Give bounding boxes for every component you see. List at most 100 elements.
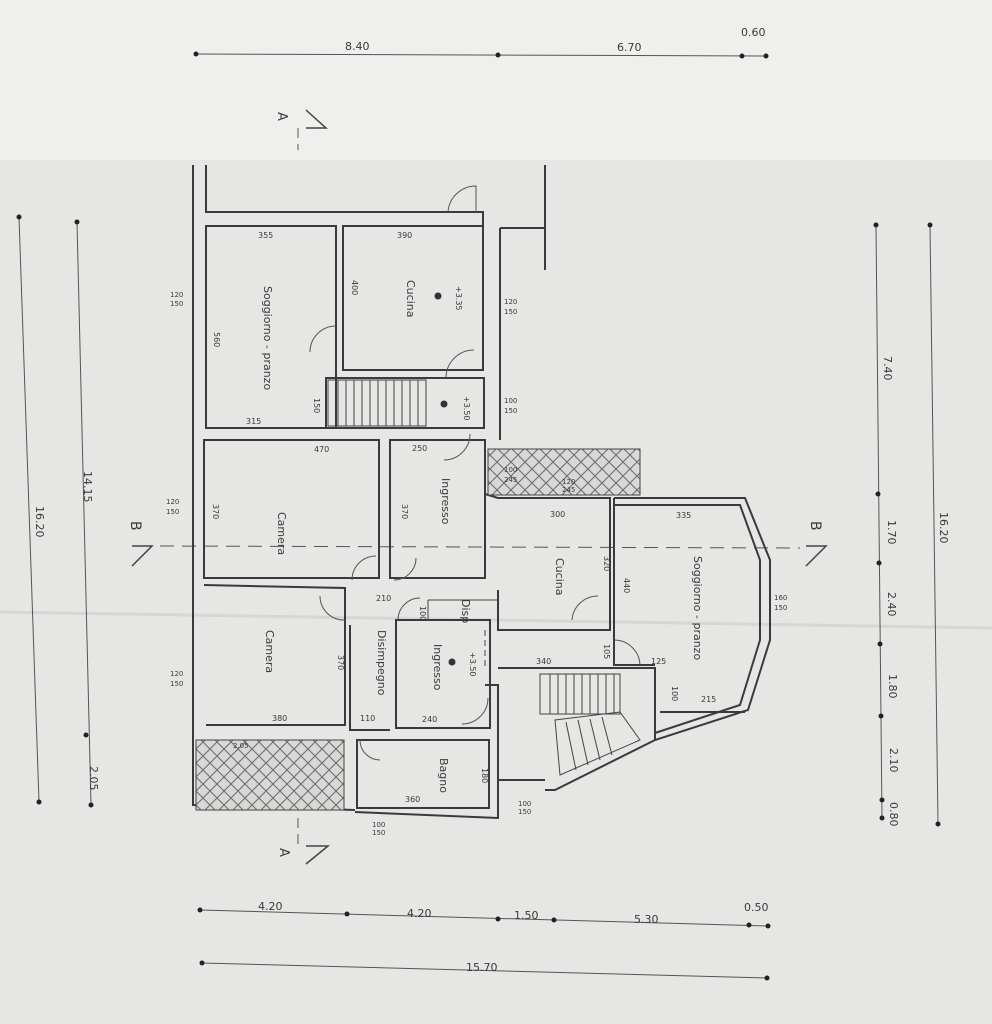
bottom-dim-5: 0.50 [744,901,769,914]
paper-fold [0,610,992,630]
section-b-cut-line [159,545,801,549]
dimension-label: 150 [774,604,787,612]
room-dimensions: 355 390 400 560 315 150 470 250 370 370 … [211,231,716,804]
dimension-label: 370 [400,504,409,519]
right-dim-2: 1.70 [885,520,898,545]
staircase-lower [539,673,641,776]
terrace-lower [195,739,345,811]
dimension-label: 315 [246,417,261,426]
dimension-label: 320 [602,556,611,571]
section-b-label-right: B [807,521,823,531]
dimension-label: 150 [372,829,385,837]
right-dim-6: 0.80 [887,802,900,827]
room-ingresso-upper: Ingresso [439,478,452,525]
right-dim-total: 16.20 [937,512,950,544]
building-walls [192,165,771,820]
dimension-label: 370 [211,504,220,519]
room-camera-upper: Camera [275,512,288,555]
section-a-label-top: A [274,112,289,121]
dimension-label: 150 [170,300,183,308]
dimension-label: 370 [336,655,345,670]
right-dim-5: 2.10 [887,748,900,773]
bottom-dim-1: 4.20 [258,900,283,913]
paper-top-strip [0,0,992,165]
room-soggiorno-lower: Soggiorno - pranzo [691,556,704,660]
dimension-label: 150 [166,508,179,516]
dimension-label: 180 [480,768,489,783]
dimension-label: 440 [622,578,631,593]
section-b-left: B [127,521,154,567]
dimension-label: 215 [701,695,716,704]
staircase-upper [327,379,427,427]
room-soggiorno-upper: Soggiorno - pranzo [261,286,274,390]
section-b-label-left: B [127,521,143,531]
dimension-label: 300 [550,510,565,519]
section-a-top: A [274,109,328,150]
dimension-label: 390 [397,231,412,240]
dimension-label: 105 [602,644,611,659]
dimension-label: 160 [774,594,787,602]
paper-sheet [0,160,992,1024]
dimension-label: 240 [422,715,437,724]
right-dimension-lines: 7.40 1.70 2.40 1.80 2.10 0.80 16.20 [873,222,950,827]
door-swings [309,185,641,761]
window-dimensions: 120 150 120 150 100 150 120 150 100 245 … [166,291,787,837]
dimension-label: 250 [412,444,427,453]
dimension-label: 245 [504,476,517,484]
right-dim-3: 2.40 [885,592,898,617]
top-dim-1: 8.40 [345,40,370,53]
room-bagno: Bagno [437,758,450,793]
dimension-label: 100 [670,686,679,701]
dimension-label: 150 [170,680,183,688]
level-markers: +3.35 +3.50 +3.50 [434,286,477,677]
left-dimension-lines: 16.20 14.15 2.05 [16,214,100,808]
right-dim-4: 1.80 [886,674,899,699]
bottom-dimension-lines: 4.20 4.20 1.50 5.30 0.50 15.70 [197,900,771,981]
section-b-right: B [805,521,828,567]
dimension-label: 355 [258,231,273,240]
dimension-label: 2.05 [233,742,249,750]
bottom-dim-2: 4.20 [407,907,432,920]
dimension-label: 360 [405,795,420,804]
bottom-dim-4: 5.30 [634,913,659,926]
room-cucina-lower: Cucina [553,558,566,595]
dimension-label: 560 [212,332,221,347]
top-dimension-line: 8.40 6.70 0.60 [193,26,769,59]
bottom-dim-total: 15.70 [466,961,498,974]
section-a-label-bottom: A [276,848,291,857]
right-dim-1: 7.40 [881,356,894,381]
terrace-upper [487,448,641,496]
left-dim-1: 14.15 [81,471,94,503]
dimension-label: 120 [170,670,183,678]
room-camera-lower: Camera [263,630,276,673]
dimension-label: 340 [536,657,551,666]
dimension-label: 120 [504,298,517,306]
dimension-label: 400 [350,280,359,295]
dimension-label: 120 [562,478,575,486]
dimension-label: 100 [372,821,385,829]
section-a-bottom: A [276,818,331,865]
dimension-label: 150 [504,407,517,415]
left-dim-total: 16.20 [33,506,46,538]
dimension-label: 380 [272,714,287,723]
room-ingresso-lower: Ingresso [431,644,444,691]
dimension-label: 470 [314,445,329,454]
dimension-label: 150 [518,808,531,816]
level-1: +3.35 [454,286,463,311]
bottom-dim-3: 1.50 [514,909,539,922]
dimension-label: 245 [562,486,575,494]
dimension-label: 120 [170,291,183,299]
dimension-label: 100 [504,397,517,405]
dimension-label: 100 [418,606,427,621]
dimension-label: 150 [312,398,321,413]
dimension-label: 100 [518,800,531,808]
dimension-label: 100 [504,466,517,474]
top-dim-3: 0.60 [741,26,766,39]
room-disimpegno: Disimpegno [375,630,388,696]
left-dim-2: 2.05 [87,766,100,791]
dimension-label: 110 [360,714,375,723]
top-dim-2: 6.70 [617,41,642,54]
level-3: +3.50 [468,652,477,677]
dimension-label: 125 [651,657,666,666]
dimension-label: 120 [166,498,179,506]
